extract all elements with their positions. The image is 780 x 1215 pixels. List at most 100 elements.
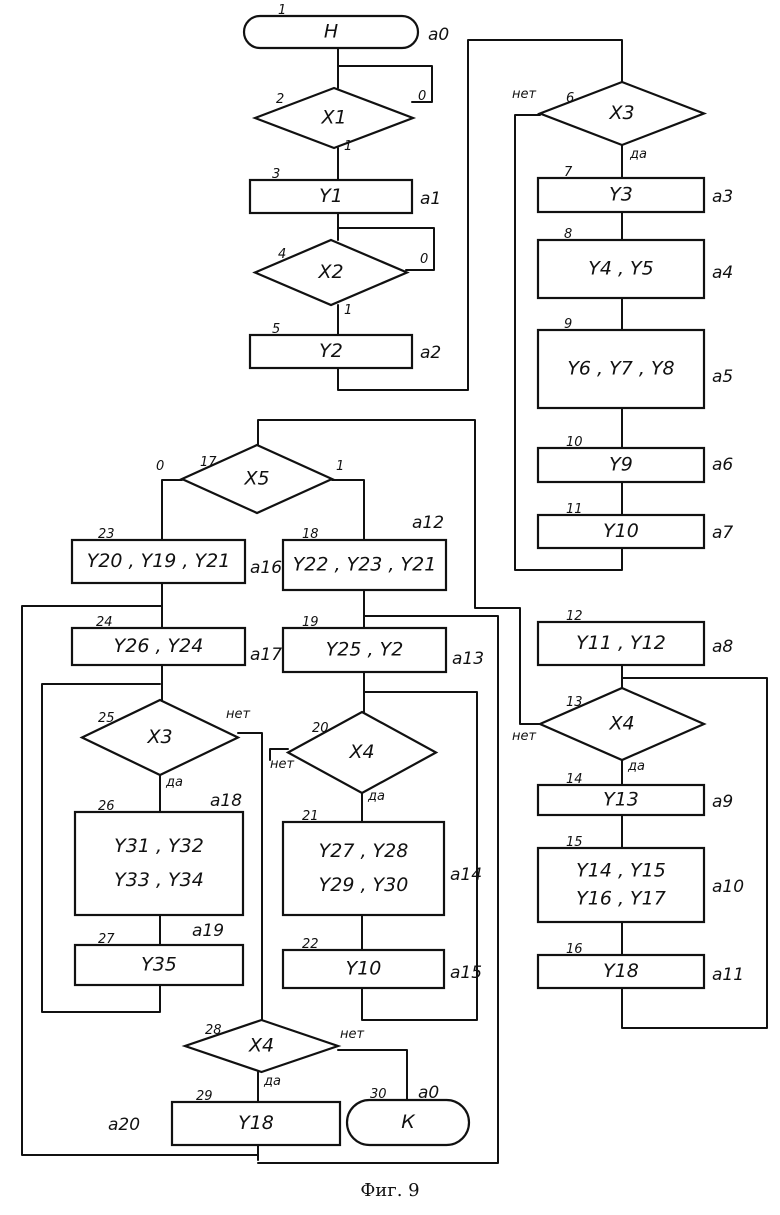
- decision-diamond: [181, 1018, 342, 1074]
- node-20: X4 20: [285, 710, 439, 795]
- node-number: 3: [272, 167, 280, 182]
- node-label: Y10: [346, 958, 382, 980]
- state-label: a3: [712, 187, 733, 207]
- branch-label-x4-yes: да: [627, 759, 645, 774]
- node-label: Y10: [603, 520, 639, 542]
- decision-diamond: [536, 80, 708, 147]
- branch-label-x2-yes: 1: [344, 303, 352, 318]
- node-number: 15: [566, 835, 583, 850]
- process-box: [536, 446, 706, 484]
- process-box: [536, 238, 706, 300]
- node-label: Н: [324, 21, 338, 43]
- node-number: 20: [312, 721, 329, 736]
- branch-label-x5-no: 0: [156, 459, 164, 474]
- node-number: 7: [564, 165, 573, 180]
- node-number: 21: [302, 809, 319, 824]
- node-label: Y33 , Y34: [114, 869, 204, 891]
- node-number: 17: [200, 455, 217, 470]
- process-box: [70, 626, 247, 667]
- state-label: a16: [250, 558, 282, 578]
- process-box: [281, 948, 446, 990]
- node-number: 11: [566, 502, 583, 517]
- terminal-oval: [345, 1098, 471, 1147]
- node-2: X12: [251, 86, 417, 150]
- state-label: a20: [108, 1115, 140, 1135]
- node-label: Y4 , Y5: [588, 258, 654, 280]
- state-label: a15: [450, 963, 482, 983]
- node-number: 2: [276, 92, 284, 107]
- node-number: 9: [564, 317, 572, 332]
- state-label: a0: [428, 25, 449, 45]
- branch-label-b20-yes: да: [367, 789, 385, 804]
- branch-label-b25-yes: да: [165, 775, 183, 790]
- process-box: [170, 1100, 342, 1147]
- node-number: 29: [196, 1089, 213, 1104]
- node-number: 28: [205, 1023, 222, 1038]
- state-label: a5: [712, 367, 733, 387]
- node-label: Y31 , Y32: [114, 835, 204, 857]
- node-label: Y35: [141, 954, 177, 976]
- flow-connectors: [21, 39, 768, 1164]
- state-label: a9: [712, 792, 733, 812]
- branch-label-x1-no: 0: [418, 89, 426, 104]
- node-label: Y25 , Y2: [326, 639, 404, 661]
- state-label: a1: [420, 189, 441, 209]
- node-label: Y18: [238, 1112, 274, 1134]
- state-label: a11: [712, 965, 744, 985]
- process-box: [281, 538, 448, 592]
- node-label: Y11 , Y12: [576, 632, 666, 654]
- process-box: [248, 333, 414, 370]
- branch-label-x3-yes: да: [629, 147, 647, 162]
- node-3: Y1 3 a1: [248, 167, 441, 215]
- state-label: a13: [452, 649, 484, 669]
- node-label: Y13: [603, 789, 639, 811]
- node-label: X4: [348, 741, 374, 763]
- branch-label-x2-no: 0: [420, 252, 428, 267]
- decision-diamond: [179, 443, 335, 515]
- node-number: 1: [278, 3, 286, 18]
- process-box: [536, 953, 706, 990]
- node-label: Y3: [609, 184, 633, 206]
- process-box: [536, 783, 706, 817]
- branch-label-b25-no: нет: [226, 707, 250, 722]
- node-number: 14: [566, 772, 583, 787]
- node-number: 4: [278, 247, 286, 262]
- node-label: X3: [608, 102, 634, 124]
- node-label: Y9: [609, 454, 633, 476]
- node-label: Y22 , Y23 , Y21: [293, 554, 437, 576]
- process-box: [248, 178, 414, 215]
- node-7: Y3 7 a3: [536, 165, 733, 214]
- process-box: [536, 513, 706, 550]
- node-label: Y1: [319, 185, 343, 207]
- process-box: [281, 820, 446, 917]
- process-box: [281, 626, 448, 674]
- state-label: a8: [712, 637, 733, 657]
- branch-label-x5-yes: 1: [336, 459, 344, 474]
- state-label: a17: [250, 645, 282, 665]
- branch-label-x1-yes: 1: [344, 139, 352, 154]
- node-4: X2 4: [252, 238, 410, 307]
- node-label: X2: [317, 261, 343, 283]
- state-label: a4: [712, 263, 733, 283]
- state-label: a0: [418, 1083, 439, 1103]
- process-box: [70, 538, 247, 585]
- node-label: Y18: [603, 960, 639, 982]
- decision-diamond: [252, 238, 410, 307]
